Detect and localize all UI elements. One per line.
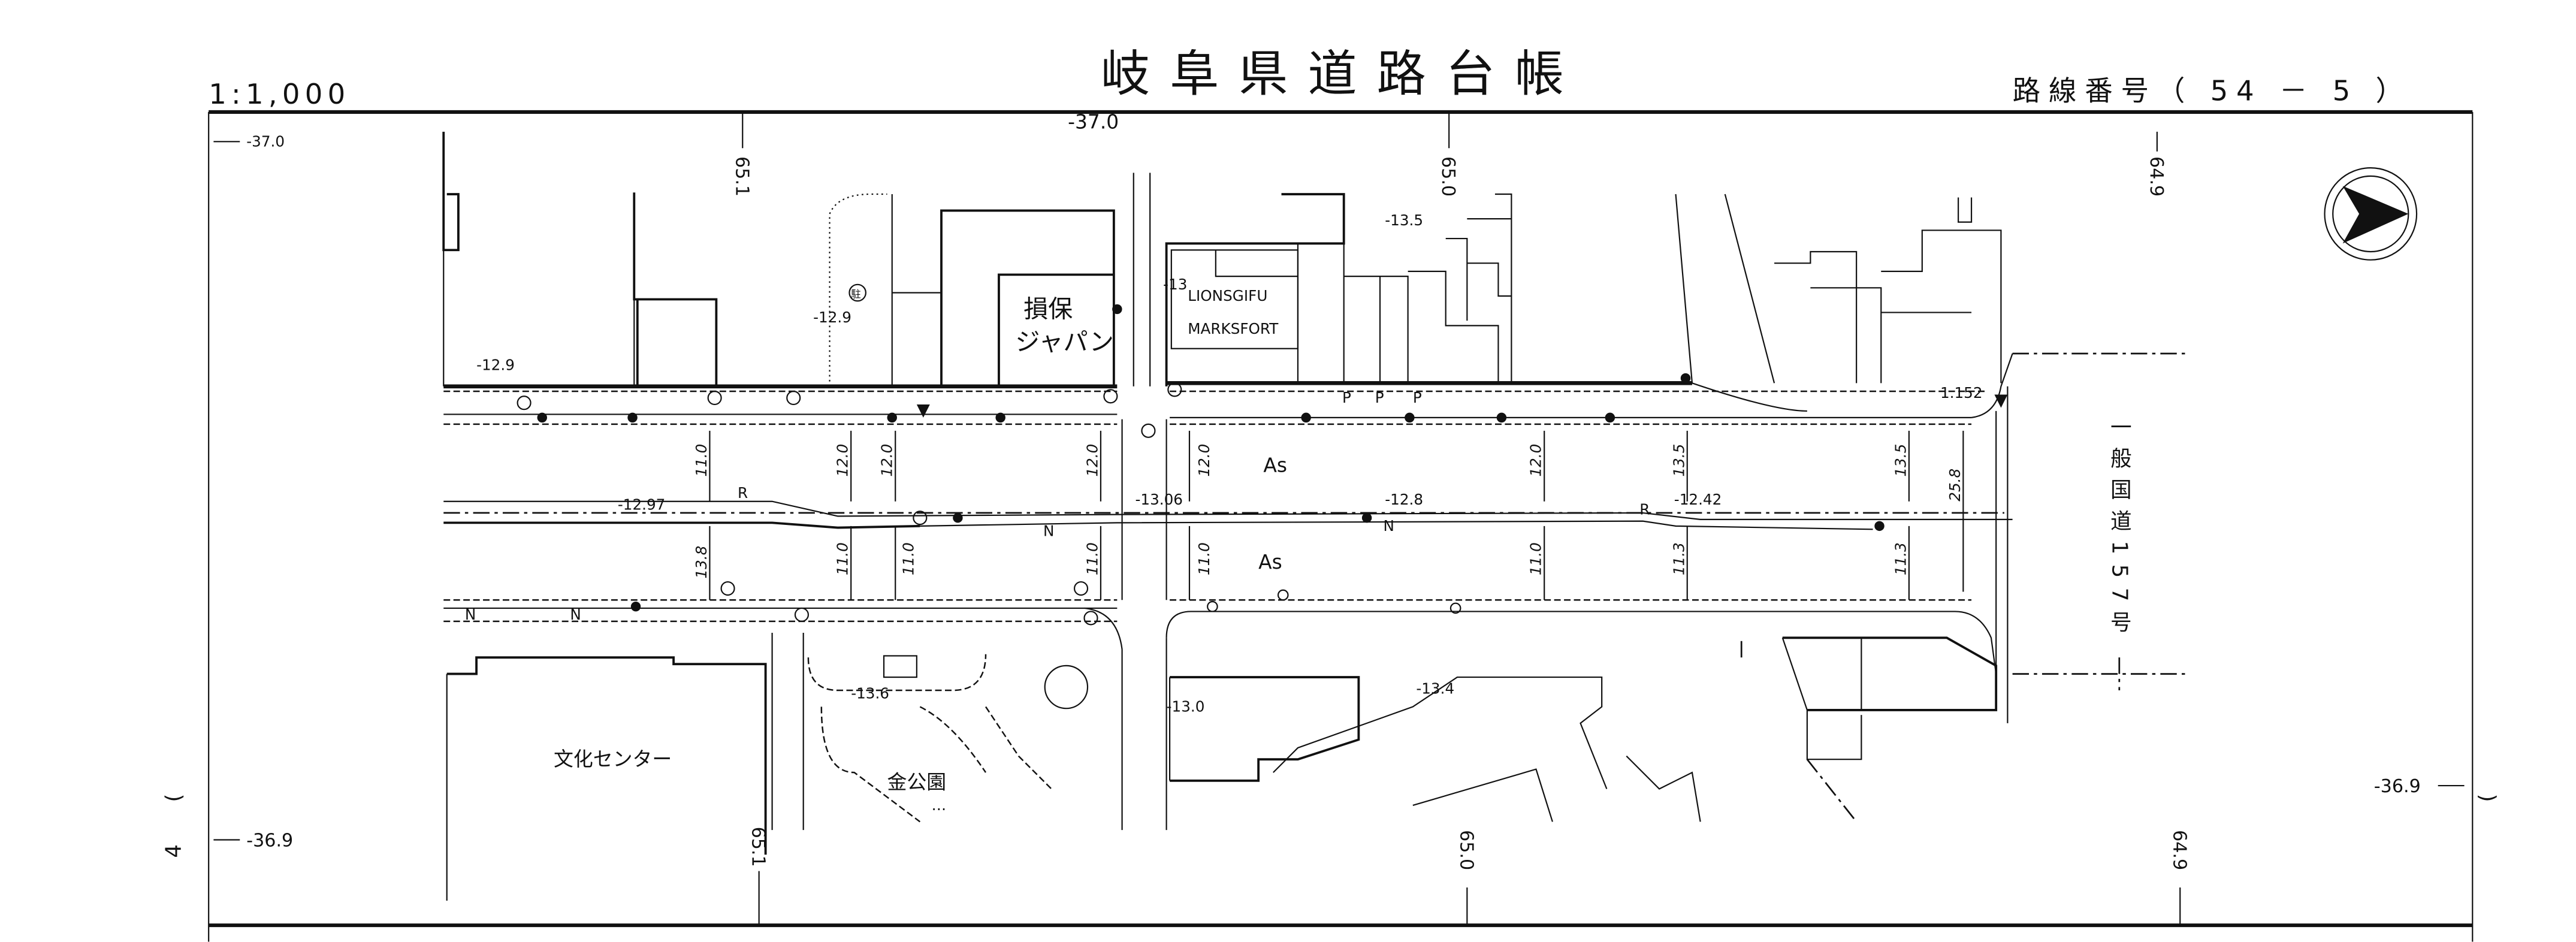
grid-label: -37.0 [246,133,285,150]
pavement-label: As [1258,550,1282,573]
triangle-marker-icon [916,404,930,418]
grid-label: -36.9 [246,830,293,851]
road-markers: R R N N N N P P P 駐 [465,283,2008,626]
elevation-label: 1.152 [1940,384,1983,401]
elevation-label: -13 [1163,276,1187,293]
dimension-label: 12.0 [1083,444,1101,477]
grid-label: -36.9 [2374,776,2421,797]
dimension-label: 11.0 [693,444,710,477]
dimension-label: 25.8 [1946,469,1964,502]
marker-n: N [570,606,581,623]
dimension-label: 11.3 [1892,542,1909,575]
grid-label: 64.9 [2169,830,2190,870]
main-road [443,352,2185,831]
elevation-label: -13.0 [1167,698,1205,715]
dimension-label: 11.3 [1670,542,1687,575]
building-label-sompo: ジャパン [1015,327,1113,356]
grid-label: 65.0 [1438,156,1458,197]
pavement-label: As [1263,453,1287,476]
grid-label: -37.0 [1068,110,1119,133]
dimension-label: 12.0 [1195,444,1213,477]
map-title: 岐阜県道路台帳 [1101,46,1584,102]
park-label-dots: … [932,796,947,814]
north-arrow-icon [2324,167,2418,261]
elevation-label: -12.9 [813,309,851,326]
dimension-label: 11.0 [1195,542,1213,575]
dimension-label: 11.0 [834,542,851,575]
triangle-marker-icon [1994,394,2008,408]
building-label-lions: LIONSGIFU [1188,287,1267,304]
elevation-label: -13.06 [1136,491,1183,508]
dimension-label: 13.8 [693,546,710,579]
marker-n: N [465,606,476,623]
marker-r: R [738,484,748,502]
marker-p: P [1342,389,1351,406]
dimension-label: 12.0 [1527,444,1545,477]
dimension-label: 13.5 [1892,444,1909,477]
margin-bracket: ( [2475,794,2499,802]
route-number-label: 路線番号（ 54 － 5 ） [2013,75,2412,107]
elevation-label: -13.5 [1385,212,1423,229]
elevation-label: -12.8 [1385,491,1423,508]
building-label-sompo: 損保 [1023,295,1073,324]
grid-label: 65.1 [731,156,752,197]
parking-icon: 駐 [851,289,860,300]
elevation-label: -12.42 [1674,491,1722,508]
grid-label: 65.0 [1455,830,1476,870]
dimension-lines [709,430,1964,600]
dimension-label: 11.0 [1083,542,1101,575]
scale-label: 1:1,000 [209,78,350,110]
marker-n: N [1384,517,1394,535]
marker-r: R [1639,501,1650,518]
dimension-labels-north: 11.0 12.0 12.0 12.0 12.0 12.0 13.5 13.5 … [693,444,1964,502]
sheet-number: 4 [162,844,186,858]
dimension-label: 11.0 [899,542,917,575]
elevation-label: -12.9 [476,356,515,373]
dimension-labels-south: 13.8 11.0 11.0 11.0 11.0 11.0 11.3 11.3 [693,542,1909,578]
park-label: 金公園 [887,771,947,794]
buildings-north [442,131,2002,412]
marker-p: P [1413,389,1422,406]
elevation-label: -12.97 [618,496,665,513]
building-label-lions: MARKSFORT [1188,320,1279,337]
dimension-label: 12.0 [834,444,851,477]
dimension-label: 13.5 [1670,444,1687,477]
elevation-label: -13.6 [851,685,889,702]
grid-label: 64.9 [2146,156,2167,197]
margin-bracket: ( [162,794,186,802]
building-label-culture-center: 文化センター [554,747,672,771]
dimension-label: 12.0 [878,444,896,477]
dimension-label: 11.0 [1527,542,1545,575]
buildings-south [446,633,1998,901]
national-route-label: 一般国道157号 [2107,416,2131,642]
marker-n: N [1043,522,1054,539]
marker-p: P [1375,389,1384,406]
